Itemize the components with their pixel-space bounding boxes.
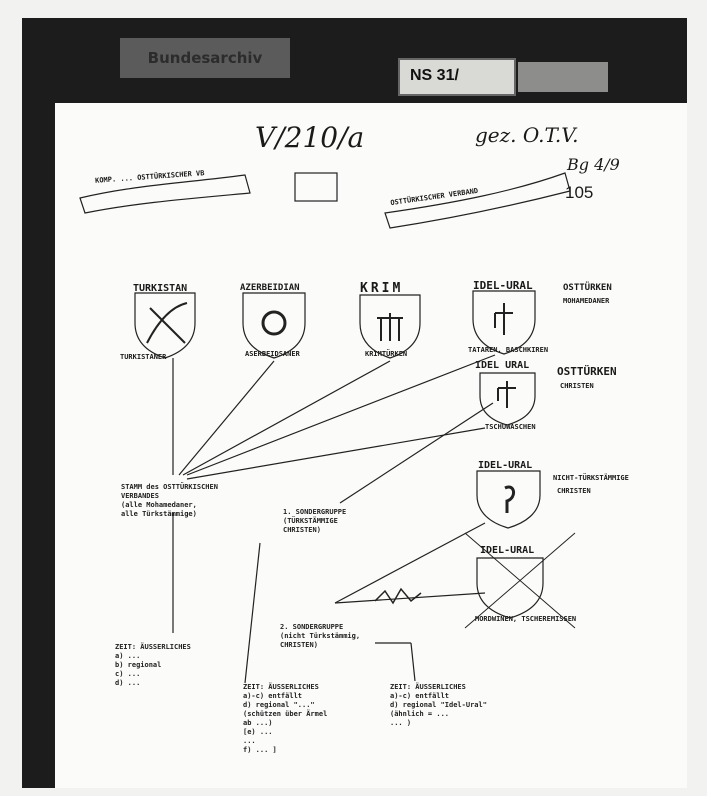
shield-idel-ural-2 <box>479 372 536 426</box>
connector-sonder2-b <box>334 592 486 604</box>
connector-sonder1-down <box>244 542 261 684</box>
archive-label: NS 31/ <box>398 58 516 96</box>
caption-aserbeidsaner: ASERBEIDSANER <box>245 350 300 358</box>
archive-label-text: NS 31/ <box>410 67 459 84</box>
scribble-mark <box>374 587 422 605</box>
group3-label-b: CHRISTEN <box>557 487 591 495</box>
idel-ural-emblem-2 <box>497 381 516 408</box>
connector-idel-ural-1 <box>186 354 496 476</box>
banner-right-scroll <box>384 172 571 229</box>
shield-title-idel-ural-4: IDEL-URAL <box>480 545 535 556</box>
top-right-mark: gez. O.T.V. <box>475 123 579 147</box>
connector-idel-ural-2-to-stamm <box>186 427 486 480</box>
caption-tschuwaschen: TSCHUWASCHEN <box>485 423 536 431</box>
shield-title-azerbeidian: AZERBEIDIAN <box>240 283 300 293</box>
note-zeit-2: ZEIT: ÄUSSERLICHES a)-c) entfällt d) reg… <box>243 683 328 754</box>
crescent-icon <box>261 310 287 336</box>
caption-mordwinen: MORDWINEN, TSCHEREMISSEN <box>475 615 577 623</box>
strike-out-cross <box>464 532 576 629</box>
center-emblem-frame <box>294 172 338 202</box>
shield-title-turkistan: TURKISTAN <box>133 283 188 294</box>
shield-idel-ural-3 <box>476 470 541 529</box>
idel-ural-emblem-3 <box>504 485 515 513</box>
initials: Bg 4/9 <box>567 155 620 174</box>
caption-krimtuerken: KRIMTÜRKEN <box>365 350 408 358</box>
archive-label-tail <box>518 62 608 92</box>
shield-idel-ural-4 <box>476 557 544 619</box>
file-reference: V/210/a <box>255 121 365 154</box>
document-page: V/210/a gez. O.T.V. Bg 4/9 105 KOMP. ...… <box>55 103 687 788</box>
note-sondergruppe-2: 2. SONDERGRUPPE (nicht Türkstämmig, CHRI… <box>280 623 361 649</box>
caption-tataren: TATAREN, BASCHKIREN <box>468 346 549 354</box>
shield-idel-ural-1 <box>472 290 536 355</box>
folder-tab: Bundesarchiv <box>120 38 290 78</box>
connector-sonder2-a <box>334 522 486 604</box>
shield-title-idel-ural-3: IDEL-URAL <box>478 460 533 471</box>
bow-icon <box>146 302 188 344</box>
tamga-icon <box>377 313 403 341</box>
group1-label-a: OSTTÜRKEN <box>563 283 612 293</box>
shield-azerbeidian <box>242 292 306 359</box>
group3-label-a: NICHT-TÜRKSTÄMMIGE <box>553 474 629 482</box>
note-stamm: STAMM des OSTTÜRKISCHEN VERBANDES (alle … <box>121 483 218 518</box>
diagram-drawing <box>79 172 576 684</box>
shield-title-krim: KRIM <box>360 281 404 296</box>
group2-label-b: CHRISTEN <box>560 382 594 390</box>
connector-sonder2-down <box>410 642 416 682</box>
page-number: 105 <box>565 183 594 202</box>
banner-left-scroll <box>79 174 251 214</box>
connector-azerbeidian <box>178 360 275 476</box>
note-zeit-1: ZEIT: ÄUSSERLICHES a) ... b) regional c)… <box>115 643 191 687</box>
shield-title-idel-ural-2: IDEL URAL <box>475 360 530 371</box>
shield-krim <box>359 294 421 359</box>
group1-label-b: MOHAMEDANER <box>563 297 610 305</box>
folder-tab-label: Bundesarchiv <box>147 49 263 67</box>
group2-label-a: OSTTÜRKEN <box>557 365 617 378</box>
connector-sonder1 <box>339 402 494 504</box>
shield-title-idel-ural-1: IDEL-URAL <box>473 279 533 292</box>
shield-turkistan <box>134 292 196 359</box>
connector-krim <box>182 360 391 476</box>
note-zeit-3: ZEIT: ÄUSSERLICHES a)-c) entfällt d) reg… <box>390 683 487 727</box>
note-sondergruppe-1: 1. SONDERGRUPPE (TÜRKSTÄMMIGE CHRISTEN) <box>283 508 347 534</box>
caption-turkistaner: TURKISTANER <box>120 353 167 361</box>
idel-ural-emblem-1 <box>494 303 513 335</box>
